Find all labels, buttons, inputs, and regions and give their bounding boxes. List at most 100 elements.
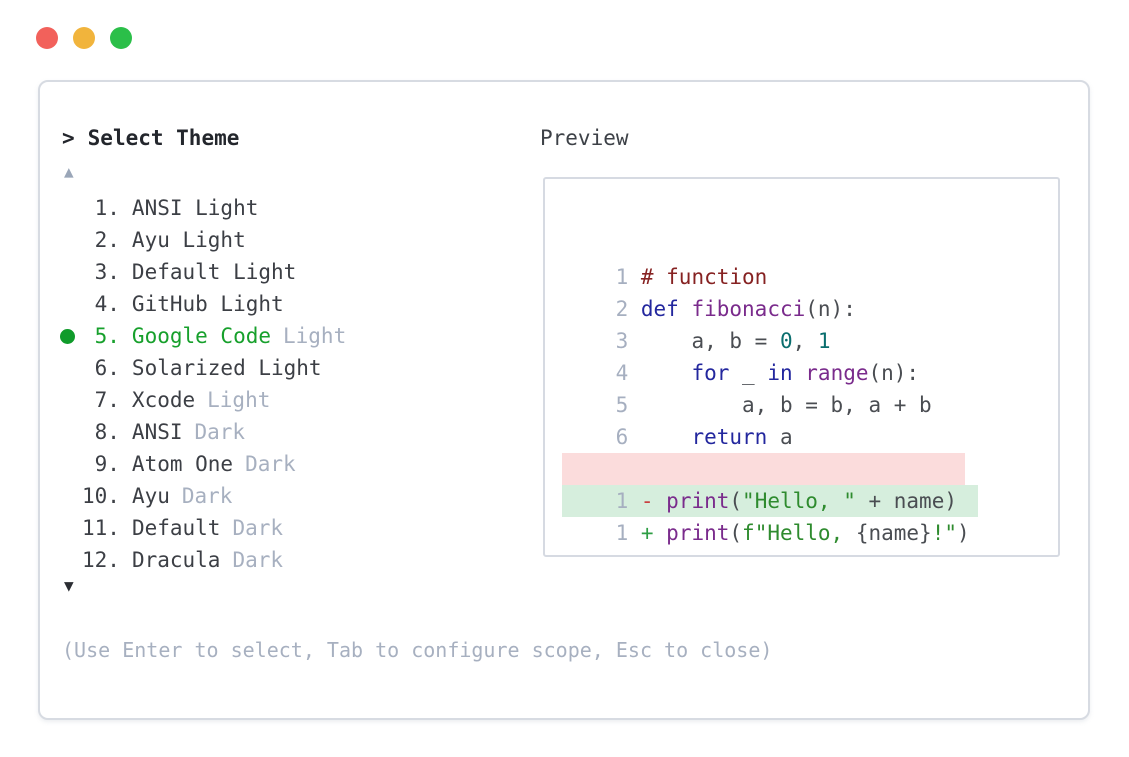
line-number: 3 [615, 329, 629, 353]
item-name: ANSI Light [131, 196, 259, 220]
token-fn: print [666, 521, 730, 545]
token-plain [641, 361, 692, 385]
line-number: 2 [615, 297, 629, 321]
scroll-down-indicator[interactable]: ▼ [64, 576, 74, 595]
dialog-header: > Select Theme [62, 126, 239, 150]
token-plain: + name) [855, 489, 957, 513]
selection-dot-icon [60, 393, 75, 408]
theme-list-item[interactable]: 3. Default Light [60, 256, 346, 288]
theme-list-item[interactable]: 12. Dracula Dark [60, 544, 346, 576]
token-plain [641, 425, 692, 449]
token-plain: a, b = b, a + b [640, 393, 932, 417]
item-name: Google Code [131, 324, 271, 348]
item-name: Ayu Light [131, 228, 246, 252]
code-preview: 1 # function 2 def fibonacci(n): 3 a, b = … [562, 229, 978, 545]
token-plain [679, 297, 692, 321]
theme-picker-window: > Select Theme Preview ▲ 1. ANSI Light 2… [38, 80, 1090, 720]
token-fn: print [666, 489, 730, 513]
token-plain: (n): [805, 297, 856, 321]
theme-list-item[interactable]: 9. Atom One Dark [60, 448, 346, 480]
token-fn: fibonacci [691, 297, 806, 321]
item-variant: Dark [232, 548, 284, 572]
code-tokens: a, b = b, a + b [641, 393, 932, 417]
item-number: 5. [94, 324, 120, 348]
item-name: Ayu [131, 484, 170, 508]
item-name: GitHub Light [131, 292, 284, 316]
code-line: 2 def fibonacci(n): [565, 261, 856, 321]
code-tokens: def fibonacci(n): [641, 297, 856, 321]
item-number: 10. [82, 484, 120, 508]
selection-dot-icon [60, 553, 75, 568]
item-number: 4. [94, 292, 120, 316]
item-number: 1. [94, 196, 120, 220]
item-variant: Light [283, 324, 347, 348]
preview-label: Preview [540, 126, 629, 150]
token-plain: , [792, 329, 818, 353]
code-tokens: return a [641, 425, 793, 449]
theme-list-item[interactable]: 10. Ayu Dark [60, 480, 346, 512]
line-number: 4 [615, 361, 629, 385]
token-kw: def [640, 297, 679, 321]
item-variant: Dark [181, 484, 233, 508]
token-num: 1 [817, 329, 831, 353]
token-comment: # function [640, 265, 768, 289]
code-tokens: a, b = 0, 1 [641, 329, 831, 353]
item-variant: Light [207, 388, 271, 412]
item-number: 2. [94, 228, 120, 252]
code-tokens: for _ in range(n): [641, 361, 919, 385]
token-plain: a [767, 425, 793, 449]
item-number: 8. [94, 420, 120, 444]
line-number: 6 [615, 425, 629, 449]
token-plain: {name} [855, 521, 932, 545]
item-number: 6. [94, 356, 120, 380]
line-number: 1 [615, 489, 629, 513]
token-kw: return [691, 425, 768, 449]
code-line: 5 a, b = b, a + b [565, 357, 932, 417]
code-line: 1+ print(f"Hello, {name}!") [562, 485, 978, 545]
theme-list-item[interactable]: 1. ANSI Light [60, 192, 346, 224]
selection-dot-icon [60, 521, 75, 536]
token-kw: for [691, 361, 730, 385]
token-plain [793, 361, 806, 385]
item-name: Atom One [131, 452, 234, 476]
selection-dot-icon [60, 233, 75, 248]
scroll-up-indicator[interactable]: ▲ [64, 162, 74, 181]
preview-panel: 1 # function 2 def fibonacci(n): 3 a, b = … [543, 177, 1060, 557]
dialog-title: Select Theme [87, 126, 240, 150]
theme-list-item[interactable]: 5. Google Code Light [60, 320, 346, 352]
token-plain: ( [729, 521, 743, 545]
item-number: 11. [82, 516, 120, 540]
item-number: 12. [82, 548, 120, 572]
token-str: "Hello, " [742, 489, 856, 513]
code-line: 1 - print("Hello, " + name) [562, 453, 965, 513]
item-number: 9. [94, 452, 120, 476]
theme-list-item[interactable]: 8. ANSI Dark [60, 416, 346, 448]
theme-list-item[interactable]: 2. Ayu Light [60, 224, 346, 256]
close-button[interactable] [36, 27, 58, 49]
theme-list: 1. ANSI Light 2. Ayu Light 3. Default Li… [60, 192, 346, 576]
token-kw: in [767, 361, 793, 385]
item-number: 7. [94, 388, 120, 412]
token-plain: _ [729, 361, 768, 385]
code-line: 6 return a [565, 389, 793, 449]
theme-list-item[interactable]: 6. Solarized Light [60, 352, 346, 384]
theme-list-item[interactable]: 11. Default Dark [60, 512, 346, 544]
token-plain: ( [729, 489, 743, 513]
prompt-symbol: > [62, 126, 75, 150]
minimize-button[interactable] [73, 27, 95, 49]
theme-list-item[interactable]: 4. GitHub Light [60, 288, 346, 320]
line-number: 1 [615, 521, 629, 545]
code-line: 4 for _ in range(n): [565, 325, 920, 385]
item-number: 3. [94, 260, 120, 284]
code-line: 3 a, b = 0, 1 [565, 293, 831, 353]
item-variant: Dark [232, 516, 284, 540]
code-tokens: - print("Hello, " + name) [641, 489, 957, 513]
token-plus: + [640, 521, 667, 545]
theme-list-item[interactable]: 7. Xcode Light [60, 384, 346, 416]
token-plain: ) [957, 521, 970, 545]
selection-dot-icon [60, 201, 75, 216]
selection-dot-icon [60, 265, 75, 280]
item-name: ANSI [131, 420, 183, 444]
line-number: 5 [615, 393, 629, 417]
zoom-button[interactable] [110, 27, 132, 49]
